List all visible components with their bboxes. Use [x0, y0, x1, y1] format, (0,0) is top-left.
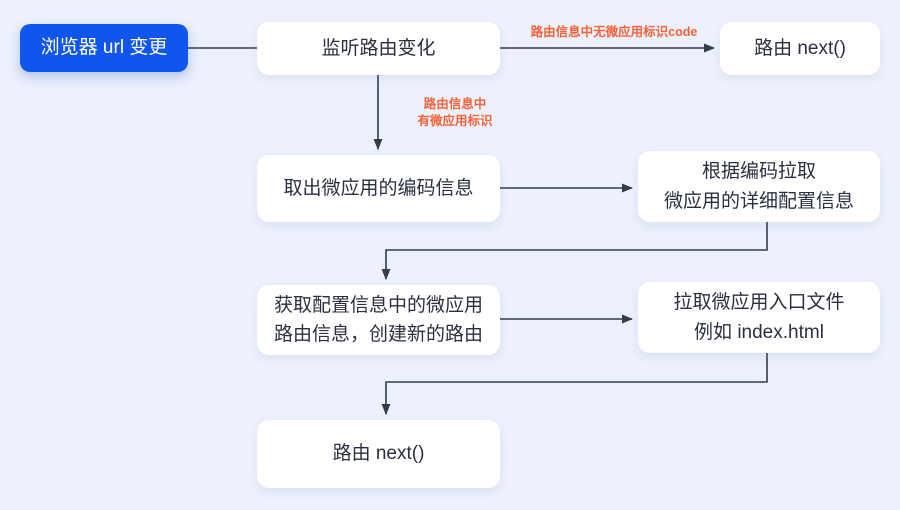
node-browser-url-change[interactable]: 浏览器 url 变更: [20, 24, 188, 72]
node-create-new-route[interactable]: 获取配置信息中的微应用 路由信息，创建新的路由: [257, 285, 500, 355]
node-label: 根据编码拉取 微应用的详细配置信息: [663, 161, 854, 212]
node-fetch-entry-file[interactable]: 拉取微应用入口文件 例如 index.html: [638, 282, 880, 353]
edge-fetch-cfg-to-create-route: [381, 222, 768, 281]
node-label: 监听路由变化: [321, 37, 436, 59]
node-listen-route-change[interactable]: 监听路由变化: [257, 22, 500, 75]
node-fetch-micro-app-config[interactable]: 根据编码拉取 微应用的详细配置信息: [638, 151, 880, 222]
node-label: 浏览器 url 变更: [40, 37, 168, 59]
edge-label-no-micro-app-code: 路由信息中无微应用标识code: [530, 25, 698, 39]
edge-entry-file-to-next-bottom: [381, 353, 768, 416]
node-extract-micro-app-code[interactable]: 取出微应用的编码信息: [257, 155, 500, 222]
edge-label-has-micro-app-code: 路由信息中 有微应用标识: [417, 97, 493, 128]
node-route-next-top[interactable]: 路由 next(): [720, 22, 880, 75]
node-route-next-bottom[interactable]: 路由 next(): [257, 420, 500, 488]
node-label: 获取配置信息中的微应用 路由信息，创建新的路由: [273, 294, 483, 345]
node-label: 拉取微应用入口文件 例如 index.html: [673, 292, 845, 343]
node-label: 路由 next(): [754, 37, 846, 59]
node-label: 路由 next(): [332, 443, 425, 465]
node-label: 取出微应用的编码信息: [283, 177, 474, 199]
